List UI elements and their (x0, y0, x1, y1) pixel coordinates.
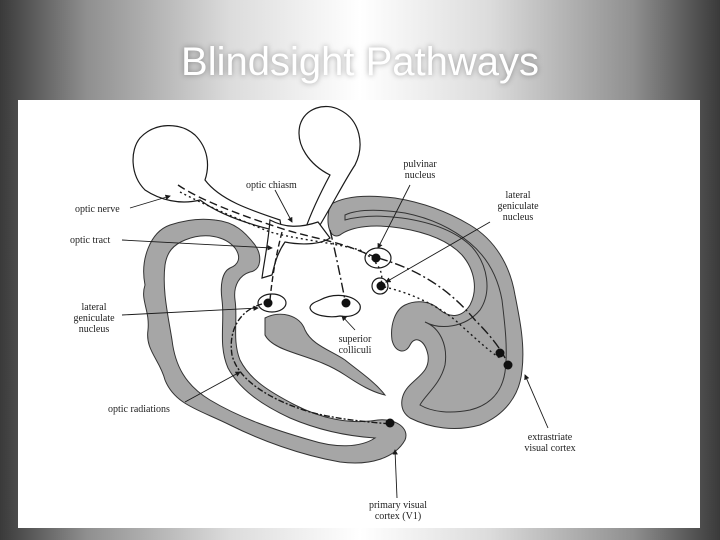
label-optic-nerve: optic nerve (75, 204, 120, 215)
leader-optic-tract (121, 239, 273, 251)
leader-extrastriate (524, 374, 549, 429)
pathway-dashdot-1 (329, 229, 346, 301)
label-pulvinar: pulvinar nucleus (403, 159, 437, 181)
left-eye (132, 125, 283, 233)
optic-radiation-path (230, 303, 391, 425)
left-hemisphere-cortex (143, 218, 407, 464)
superior-colliculus-dot (341, 298, 351, 308)
right-hemisphere-cortex (327, 195, 524, 430)
label-superior-colliculi: superior colliculi (338, 334, 372, 356)
leader-optic-nerve (129, 194, 171, 209)
superior-colliculus-lobe (264, 313, 387, 396)
pulvinar-dot (371, 253, 381, 263)
label-extrastriate: extrastriate visual cortex (524, 432, 576, 454)
label-optic-tract: optic tract (70, 235, 111, 246)
label-lgn-left: lateral geniculate nucleus (73, 302, 115, 335)
lgn-right-dot (376, 281, 386, 291)
leader-pulvinar (377, 184, 411, 249)
extrastriate-dot-2 (503, 360, 513, 370)
slide-title: Blindsight Pathways (181, 40, 539, 84)
leader-superior-colliculi (341, 315, 356, 331)
superior-colliculus-outline (309, 294, 361, 318)
leader-optic-chiasm (274, 189, 293, 223)
v1-dot (385, 418, 395, 428)
label-optic-radiations: optic radiations (108, 404, 170, 415)
label-v1: primary visual cortex (V1) (368, 500, 428, 522)
leader-v1 (392, 449, 398, 499)
pathway-dashed (177, 184, 379, 259)
lgn-left-dot (263, 298, 273, 308)
label-lgn-right: lateral geniculate nucleus (497, 190, 539, 223)
leader-optic-radiations (184, 371, 241, 403)
pathway-dotted (179, 191, 501, 359)
leader-lgn-right (385, 221, 491, 283)
leader-lgn-left (121, 305, 259, 316)
optic-chiasm-shape (261, 219, 331, 279)
label-optic-chiasm: optic chiasm (246, 180, 297, 191)
extrastriate-dot-1 (495, 348, 505, 358)
